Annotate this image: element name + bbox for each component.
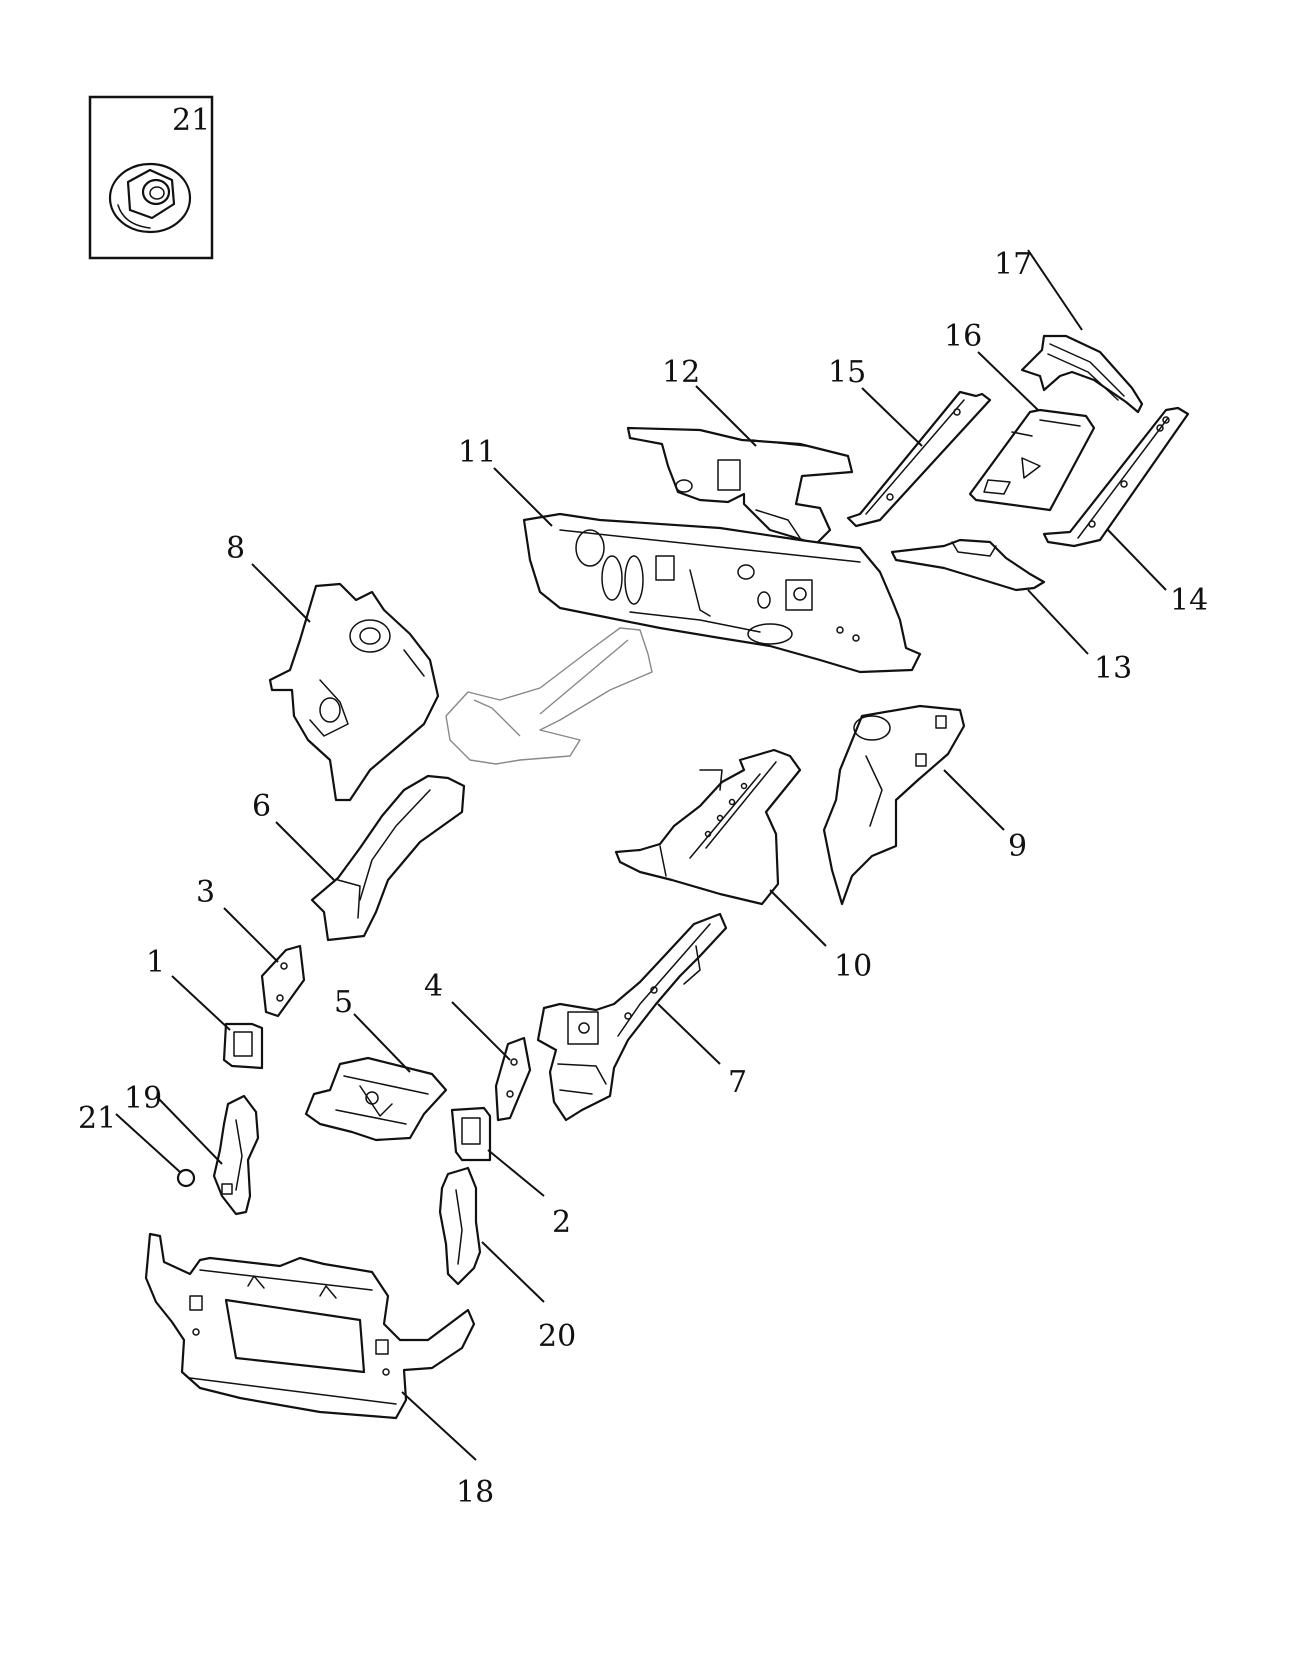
part-13-cowl-piece xyxy=(890,538,1046,592)
leader-15 xyxy=(861,387,923,447)
part-15-rail xyxy=(846,390,992,528)
leader-5 xyxy=(353,1013,411,1073)
leader-1 xyxy=(171,975,231,1031)
leader-19 xyxy=(157,1097,223,1165)
leader-21 xyxy=(481,1241,545,1303)
part-19-left-bracket xyxy=(212,1094,260,1216)
callout-9: 9 xyxy=(1008,829,1027,864)
callout-21: 21 xyxy=(78,1101,116,1136)
flange-nut-icon xyxy=(108,162,192,234)
part-11-dash-panel xyxy=(522,512,922,674)
callout-19: 19 xyxy=(124,1081,162,1116)
callout-5: 5 xyxy=(334,985,353,1020)
part-9-wheelhouse-right xyxy=(822,704,966,906)
leader-17 xyxy=(1027,249,1083,331)
part-6-arch-reinforcement xyxy=(310,774,466,942)
part-18-radiator-support xyxy=(144,1232,476,1420)
callout-10: 10 xyxy=(834,949,872,984)
inset-frame xyxy=(88,95,214,260)
ghost-floor-assembly xyxy=(445,627,653,765)
leader-16 xyxy=(977,351,1039,411)
inset-callout-label: 21 xyxy=(172,103,210,138)
leader-11 xyxy=(493,467,553,527)
part-21-nut xyxy=(176,1168,196,1188)
leader-18 xyxy=(401,1391,477,1461)
callout-13: 13 xyxy=(1094,651,1132,686)
part-5-battery-tray xyxy=(304,1056,448,1142)
leader-10 xyxy=(769,889,827,947)
leader-7 xyxy=(657,1003,721,1065)
part-17-cowl-bracket xyxy=(1020,334,1144,414)
callout-4: 4 xyxy=(424,969,443,1004)
part-16-plate xyxy=(968,408,1096,512)
leader-14 xyxy=(1107,529,1167,591)
callout-20: 20 xyxy=(538,1319,576,1354)
callout-17: 17 xyxy=(994,247,1032,282)
part-10-rail-rear xyxy=(614,748,802,906)
leader-2 xyxy=(487,1149,545,1197)
leader-lines xyxy=(115,249,1167,1461)
leader-6 xyxy=(275,821,335,881)
callout-labels: 1 2 3 4 5 6 7 8 9 10 11 12 13 14 15 16 1… xyxy=(78,247,1208,1510)
leader-12 xyxy=(695,385,757,447)
part-2-bracket xyxy=(450,1106,492,1162)
callout-11: 11 xyxy=(458,435,496,470)
leader-13 xyxy=(1027,589,1089,655)
callout-16: 16 xyxy=(944,319,982,354)
part-3-plate xyxy=(260,944,306,1018)
part-4-plate xyxy=(494,1036,532,1122)
callout-18: 18 xyxy=(456,1475,494,1510)
inset-box: 21 xyxy=(88,95,214,260)
leader-9 xyxy=(943,769,1005,831)
leader-20 xyxy=(115,1113,181,1173)
callout-6: 6 xyxy=(252,789,271,824)
callout-2: 2 xyxy=(552,1205,571,1240)
callout-3: 3 xyxy=(196,875,215,910)
callout-1: 1 xyxy=(146,945,165,980)
part-20-right-bracket xyxy=(438,1166,482,1286)
callout-8: 8 xyxy=(226,531,245,566)
part-1-bracket xyxy=(222,1022,264,1070)
callout-12: 12 xyxy=(662,355,700,390)
part-7-front-rail xyxy=(536,912,728,1122)
part-14-rail xyxy=(1042,406,1190,548)
leader-3 xyxy=(223,907,279,963)
callout-14: 14 xyxy=(1170,583,1208,618)
leader-8 xyxy=(251,563,311,623)
callout-7: 7 xyxy=(728,1065,747,1100)
leader-4 xyxy=(451,1001,511,1061)
part-8-wheelhouse-left xyxy=(268,582,440,802)
callout-15: 15 xyxy=(828,355,866,390)
part-12-dash-bracket xyxy=(626,426,854,546)
